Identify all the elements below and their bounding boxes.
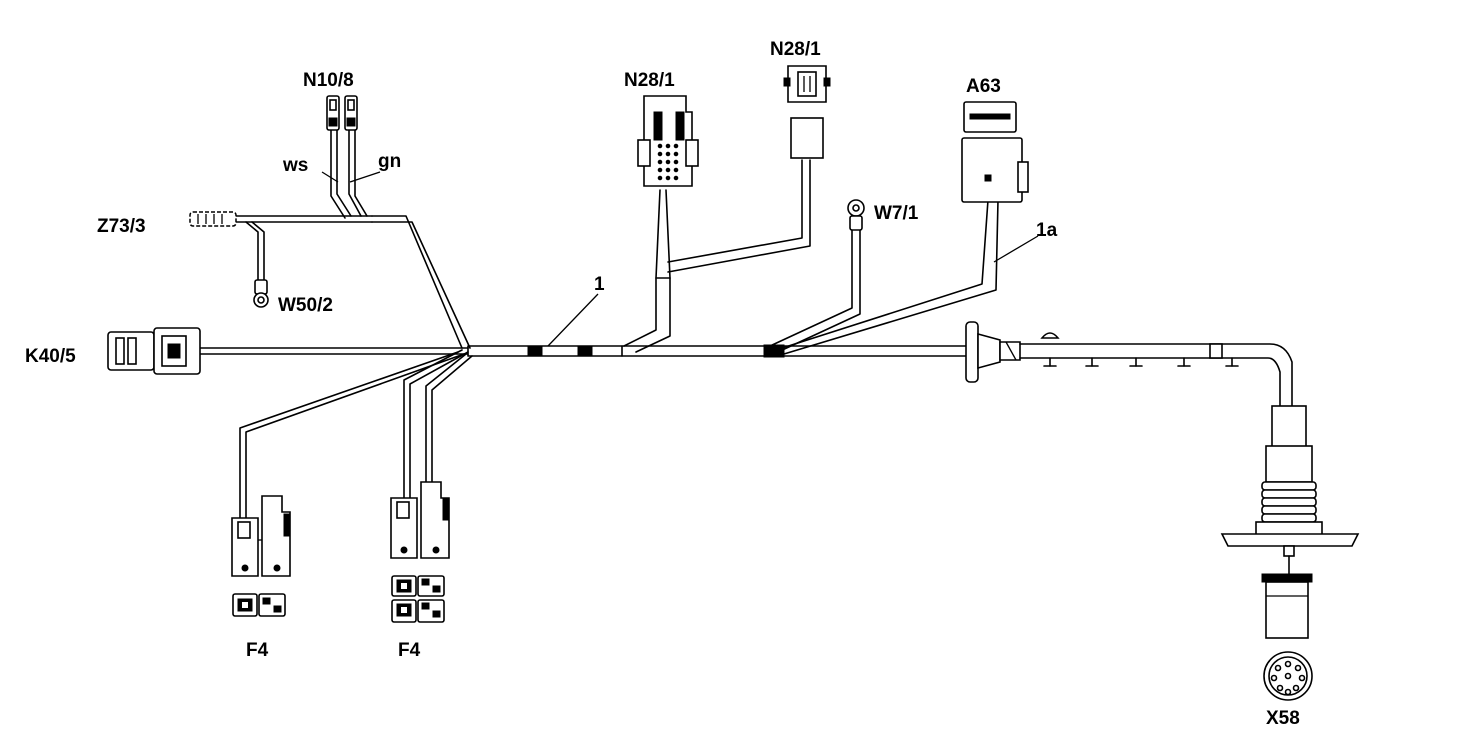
label-f4-right: F4 bbox=[398, 640, 421, 661]
f4-left-fuse-symbol bbox=[232, 593, 286, 617]
branch-n28-1-left bbox=[623, 189, 671, 353]
label-gn: gn bbox=[378, 151, 401, 172]
label-n28-1-right: N28/1 bbox=[770, 39, 821, 60]
label-1: 1 bbox=[594, 274, 605, 295]
f4-right-fuse-holder bbox=[390, 481, 450, 559]
label-1a: 1a bbox=[1036, 220, 1058, 241]
label-x58: X58 bbox=[1266, 708, 1300, 729]
grommet bbox=[965, 321, 1021, 383]
k40-5-connector bbox=[107, 327, 201, 375]
n10-8-connector bbox=[326, 95, 358, 131]
w7-1-ground-point bbox=[847, 199, 865, 231]
x58-connector-assembly bbox=[1220, 405, 1360, 639]
label-ws: ws bbox=[282, 155, 308, 176]
harness-run-to-x58 bbox=[1019, 343, 1293, 409]
component-labels: N10/8 ws gn N28/1 N28/1 A63 Z73/3 W7/1 W… bbox=[25, 39, 1300, 729]
n28-1-left-connector bbox=[637, 95, 699, 187]
label-a63: A63 bbox=[966, 76, 1001, 97]
label-n28-1-left: N28/1 bbox=[624, 70, 675, 91]
n28-1-left-pin-grid bbox=[657, 143, 679, 181]
n28-1-right-connector bbox=[783, 65, 831, 159]
branch-a63 bbox=[775, 199, 999, 355]
branch-z73-w50 bbox=[235, 215, 471, 349]
branch-f4-left bbox=[239, 351, 465, 519]
label-k40-5: K40/5 bbox=[25, 346, 76, 367]
main-harness-trunk bbox=[199, 344, 976, 358]
f4-right-fuse-symbol bbox=[391, 575, 445, 623]
branch-n28-1-right bbox=[667, 159, 811, 273]
label-w7-1: W7/1 bbox=[874, 203, 919, 224]
x58-pin-face bbox=[1263, 651, 1313, 701]
label-z73-3: Z73/3 bbox=[97, 216, 146, 237]
branch-w7-1 bbox=[769, 229, 861, 353]
leader-lines bbox=[321, 171, 1039, 347]
label-w50-2: W50/2 bbox=[278, 295, 333, 316]
f4-left-fuse-holder bbox=[231, 495, 291, 577]
cable-clips bbox=[1040, 332, 1239, 367]
label-f4-left: F4 bbox=[246, 640, 269, 661]
label-n10-8: N10/8 bbox=[303, 70, 354, 91]
x58-bellows bbox=[1261, 481, 1317, 523]
branch-f4-right bbox=[403, 349, 473, 499]
branch-n10-8 bbox=[330, 129, 381, 219]
z73-3-connector bbox=[189, 211, 237, 227]
a63-control-unit bbox=[961, 101, 1029, 203]
w50-2-ground-point bbox=[253, 279, 269, 308]
